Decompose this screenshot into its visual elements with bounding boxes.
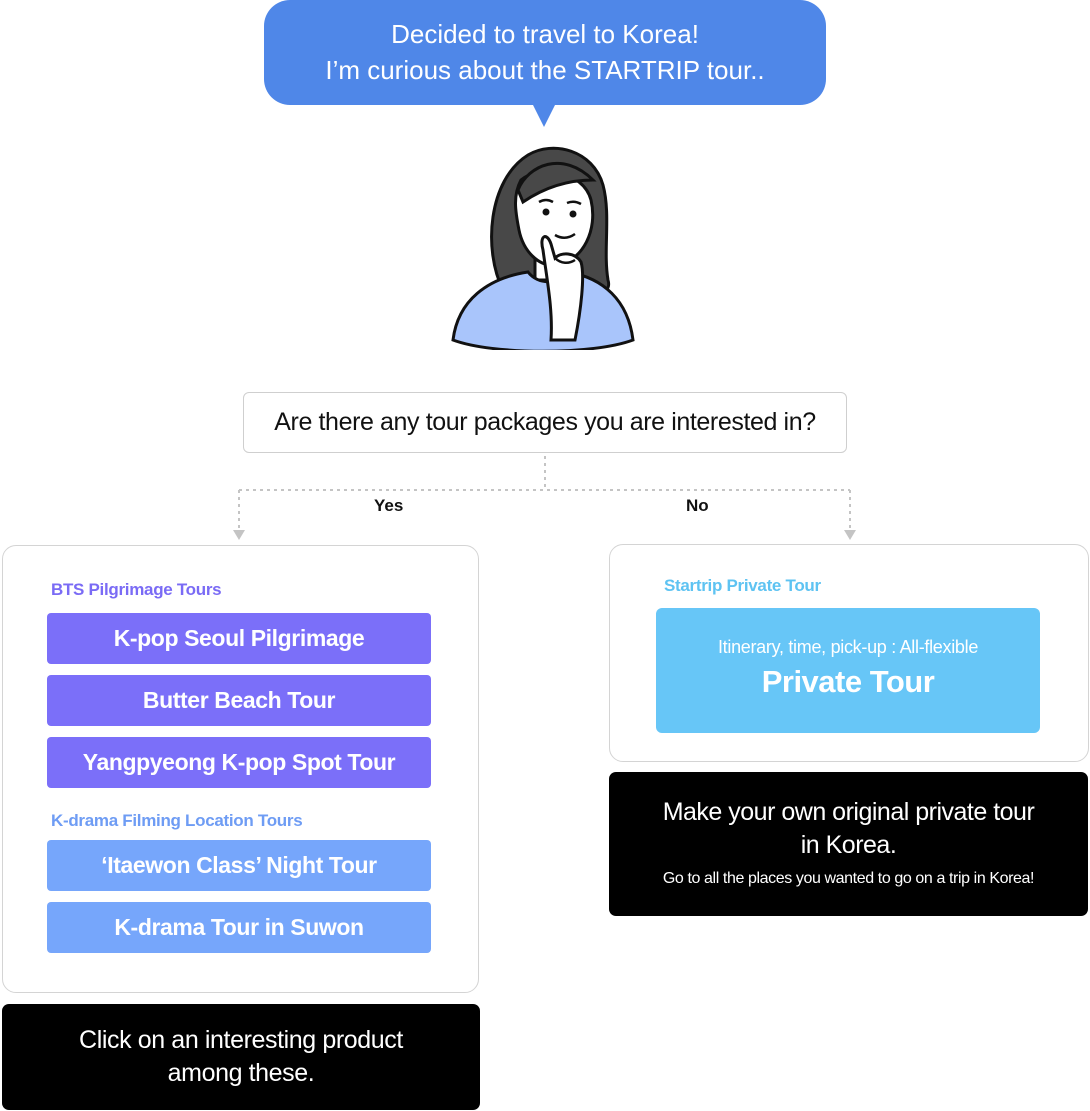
speech-bubble: Decided to travel to Korea! I’m curious … [264, 0, 826, 105]
bts-tours-label: BTS Pilgrimage Tours [51, 580, 222, 599]
private-tour-title: Private Tour [761, 664, 935, 699]
bubble-line-1: Decided to travel to Korea! [391, 19, 699, 49]
private-tour-label: Startrip Private Tour [664, 576, 821, 595]
right-instruction-line-1: Make your own original private tour [662, 798, 1035, 826]
k-pop-seoul-pilgrimage-button[interactable]: K-pop Seoul Pilgrimage [47, 613, 431, 664]
left-instruction-line-1: Click on an interesting product [79, 1026, 403, 1054]
branch-label-no: No [686, 496, 709, 515]
butter-beach-tour-button[interactable]: Butter Beach Tour [47, 675, 431, 726]
right-instruction-box: Make your own original private tour in K… [609, 772, 1088, 916]
right-instruction-line-3: Go to all the places you wanted to go on… [662, 870, 1035, 887]
right-instruction-line-2: in Korea. [800, 831, 897, 859]
private-tour-subtitle: Itinerary, time, pick-up : All-flexible [717, 637, 979, 657]
flow-connectors [233, 456, 856, 540]
left-instruction-box: Click on an interesting product among th… [2, 1004, 480, 1110]
branch-label-yes: Yes [374, 496, 404, 515]
k-drama-tour-in-suwon-button[interactable]: K-drama Tour in Suwon [47, 902, 431, 953]
yangpyeong-k-pop-spot-tour-button[interactable]: Yangpyeong K-pop Spot Tour [47, 737, 431, 788]
left-instruction-line-2: among these. [167, 1059, 315, 1087]
itaewon-class-night-tour-button[interactable]: ‘Itaewon Class’ Night Tour [47, 840, 431, 891]
thinking-woman-illustration [451, 146, 635, 350]
bubble-line-2: I’m curious about the STARTRIP tour.. [325, 55, 765, 85]
question-box: Are there any tour packages you are inte… [243, 392, 847, 453]
kdrama-tours-label: K-drama Filming Location Tours [51, 811, 303, 830]
speech-bubble-tail [532, 103, 556, 127]
private-tour-card[interactable]: Itinerary, time, pick-up : All-flexible … [656, 608, 1040, 733]
